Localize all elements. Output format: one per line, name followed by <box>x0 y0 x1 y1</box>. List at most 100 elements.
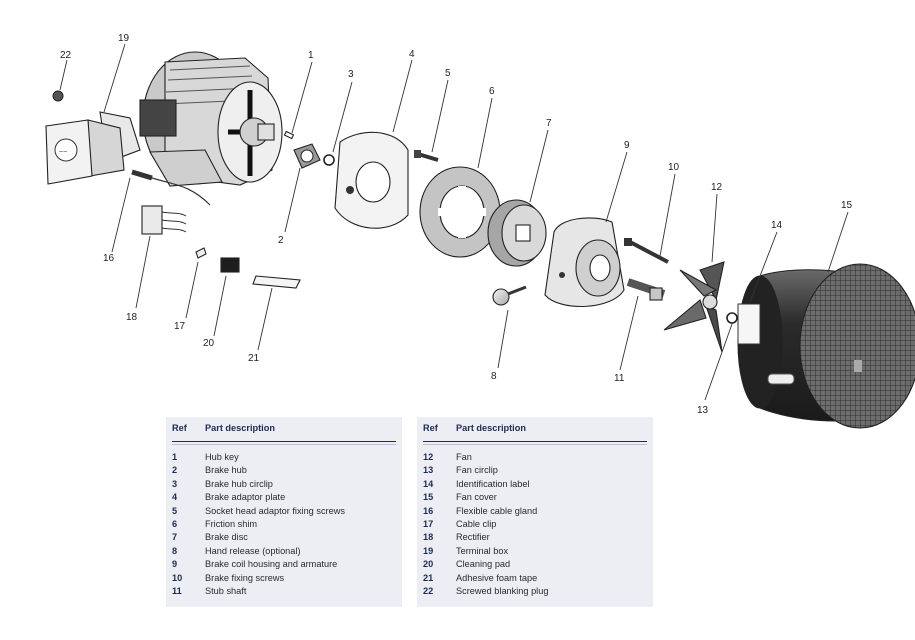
callout-18: 18 <box>126 312 138 323</box>
row-desc: Hand release (optional) <box>205 545 301 556</box>
callout-12: 12 <box>711 182 723 193</box>
hand-release <box>492 285 527 306</box>
hub-key <box>283 130 295 140</box>
callout-15: 15 <box>841 200 853 211</box>
row-desc: Brake adaptor plate <box>205 492 286 503</box>
row-ref: 14 <box>423 478 434 489</box>
table-row: 21 Adhesive foam tape <box>417 572 653 585</box>
header-rule <box>423 441 647 442</box>
callout-16: 16 <box>103 253 115 264</box>
table-row: 11 Stub shaft <box>166 585 402 598</box>
header-rule-secondary <box>423 444 647 445</box>
row-desc: Brake hub circlip <box>205 478 273 489</box>
blanking-plug <box>52 90 64 102</box>
row-ref: 15 <box>423 492 434 503</box>
table-row: 14 Identification label <box>417 478 653 491</box>
row-ref: 5 <box>172 505 178 516</box>
row-ref: 6 <box>172 518 178 529</box>
row-desc: Brake coil housing and armature <box>205 559 338 570</box>
row-ref: 10 <box>172 572 183 583</box>
stub-shaft <box>626 278 666 301</box>
row-desc: Stub shaft <box>205 585 247 596</box>
callout-8: 8 <box>491 371 497 382</box>
friction-shim <box>419 166 501 258</box>
brake-hub <box>293 143 321 169</box>
table-row: 12 Fan <box>417 451 653 464</box>
row-ref: 21 <box>423 572 434 583</box>
row-desc: Adhesive foam tape <box>456 572 538 583</box>
fan-circlip <box>726 312 738 324</box>
callout-21: 21 <box>248 353 260 364</box>
row-ref: 3 <box>172 478 178 489</box>
callout-19: 19 <box>118 33 130 44</box>
callout-1: 1 <box>308 50 314 61</box>
brake-fixing-screws <box>624 238 669 264</box>
row-desc: Brake hub <box>205 465 247 476</box>
row-ref: 20 <box>423 559 434 570</box>
row-ref: 22 <box>423 585 434 596</box>
row-desc: Flexible cable gland <box>456 505 538 516</box>
row-desc: Identification label <box>456 478 530 489</box>
callout-17: 17 <box>174 321 186 332</box>
identification-label <box>737 303 761 345</box>
row-desc: Hub key <box>205 452 239 462</box>
callout-13: 13 <box>697 405 709 416</box>
callout-10: 10 <box>668 162 680 173</box>
exploded-motor-diagram: ~~ <box>45 33 915 429</box>
row-desc: Fan circlip <box>456 465 498 476</box>
motor-body <box>139 51 283 187</box>
table-row: 4 Brake adaptor plate <box>166 491 402 504</box>
callout-numbers: 1 2 3 4 5 6 7 8 9 10 11 12 13 14 15 16 1… <box>60 33 853 416</box>
row-desc: Socket head adaptor fixing screws <box>205 505 345 516</box>
row-desc: Screwed blanking plug <box>456 585 549 596</box>
row-desc: Friction shim <box>205 518 258 529</box>
header-description: Part description <box>205 423 275 433</box>
row-desc: Fan <box>456 452 472 462</box>
header-rule-secondary <box>172 444 396 445</box>
terminal-box: ~~ <box>45 111 141 185</box>
callout-5: 5 <box>445 68 451 79</box>
row-desc: Brake fixing screws <box>205 572 285 583</box>
socket-head-screws <box>414 150 439 162</box>
row-desc: Rectifier <box>456 532 490 543</box>
row-ref: 11 <box>172 585 182 596</box>
row-ref: 1 <box>172 452 178 462</box>
cable-gland <box>131 169 211 206</box>
callout-9: 9 <box>624 140 630 151</box>
row-ref: 4 <box>172 492 178 503</box>
table-row: 1 Hub key <box>166 451 402 464</box>
fan-cover <box>737 263 915 429</box>
row-ref: 8 <box>172 545 178 556</box>
table-header: Ref Part description <box>417 417 653 437</box>
brake-disc <box>487 199 547 267</box>
callout-3: 3 <box>348 69 354 80</box>
callout-7: 7 <box>546 118 552 129</box>
header-ref: Ref <box>172 423 187 433</box>
callout-4: 4 <box>409 49 415 60</box>
rectifier <box>141 205 187 235</box>
cable-clip <box>195 247 207 259</box>
table-row: 3 Brake hub circlip <box>166 478 402 491</box>
brake-coil-housing <box>544 217 625 307</box>
row-ref: 12 <box>423 452 434 462</box>
header-ref: Ref <box>423 423 438 433</box>
svg-text:~~: ~~ <box>59 149 67 156</box>
row-ref: 17 <box>423 518 434 529</box>
brake-adaptor-plate <box>334 131 409 229</box>
table-row: 22 Screwed blanking plug <box>417 585 653 598</box>
header-description: Part description <box>456 423 526 433</box>
callout-20: 20 <box>203 338 215 349</box>
